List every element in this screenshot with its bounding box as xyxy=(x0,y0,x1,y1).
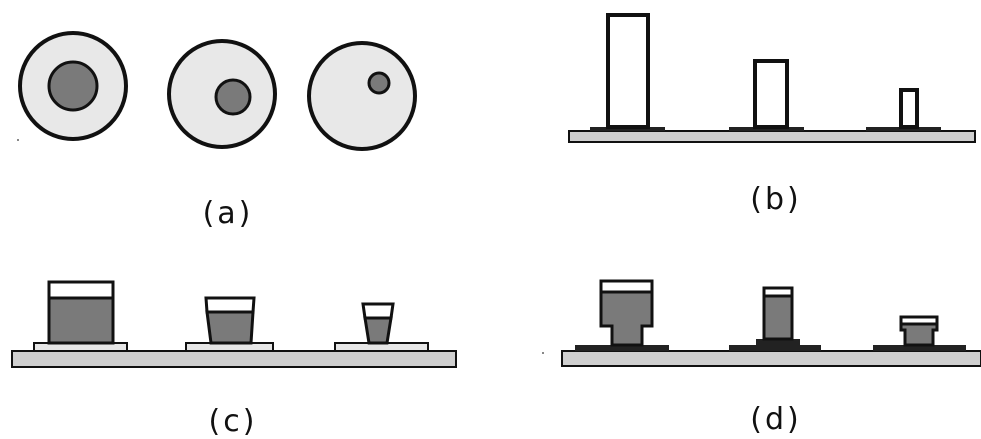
structure-small xyxy=(873,317,966,351)
pillar-medium xyxy=(755,61,787,127)
container-small xyxy=(335,304,428,351)
panel-a: (a) xyxy=(17,33,415,231)
caption-b: (b) xyxy=(750,182,801,217)
caption-a: (a) xyxy=(203,196,254,231)
structure-medium xyxy=(729,288,821,351)
panel-c: (c) xyxy=(12,282,456,439)
baseplate-b xyxy=(569,131,975,142)
disc-small-core xyxy=(309,43,415,149)
pillar-tall xyxy=(608,15,648,127)
container-medium xyxy=(186,298,273,351)
panel-d: (d) xyxy=(542,281,981,437)
baseplate-c xyxy=(12,351,456,367)
disc-large-core xyxy=(20,33,126,139)
panel-b: (b) xyxy=(569,15,975,217)
caption-d: (d) xyxy=(750,402,801,437)
stray-dot-d xyxy=(542,352,544,354)
disc-medium-core xyxy=(169,41,275,147)
stray-dot xyxy=(17,139,19,141)
container-large xyxy=(34,282,127,351)
pillar-short xyxy=(901,90,917,127)
caption-c: (c) xyxy=(209,404,258,439)
baseplate-d xyxy=(562,351,981,366)
structure-large xyxy=(575,281,669,351)
